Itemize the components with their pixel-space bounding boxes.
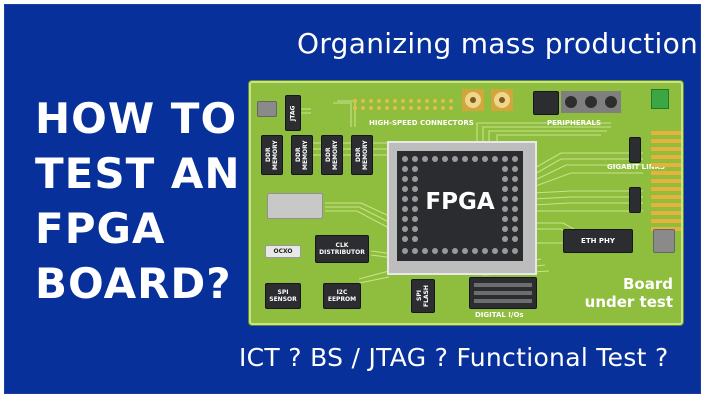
title-line: HOW TO — [35, 94, 238, 143]
ddr-label: DDR MEMORY — [265, 140, 279, 170]
i2c-eeprom-label: I2C EEPROM — [327, 289, 357, 303]
ddr-label: DDR MEMORY — [325, 140, 339, 170]
ddr-label: DDR MEMORY — [295, 140, 309, 170]
spi-flash-label: SPI FLASH — [416, 285, 430, 307]
board-note-line: under test — [584, 293, 673, 311]
ddr-memory-chip: DDR MEMORY — [351, 135, 373, 175]
i2c-eeprom-chip: I2C EEPROM — [323, 283, 361, 309]
gigabit-link-chip — [629, 137, 641, 163]
ddr-label: DDR MEMORY — [355, 140, 369, 170]
ocxo-chip: OCXO — [265, 245, 301, 258]
fpga-ball-grid — [402, 156, 518, 254]
clk-label: CLK DISTRIBUTOR — [319, 242, 365, 256]
peripheral-buttons-icon — [561, 91, 621, 113]
bottom-question: ICT ? BS / JTAG ? Functional Test ? — [239, 343, 669, 372]
jtag-label: JTAG — [289, 105, 297, 121]
eth-phy-label: ETH PHY — [581, 236, 615, 245]
digital-ios-label: DIGITAL I/Os — [475, 311, 524, 319]
high-speed-connectors-label: HIGH-SPEED CONNECTORS — [369, 119, 474, 127]
title-line: FPGA — [35, 204, 166, 253]
digital-io-connector — [469, 277, 537, 309]
led-icon — [651, 89, 669, 109]
ddr-memory-chip: DDR MEMORY — [291, 135, 313, 175]
gigabit-link-chip — [629, 187, 641, 213]
spi-sensor-label: SPI SENSOR — [269, 289, 297, 303]
digital-io-pins — [474, 283, 532, 303]
edge-connector-gold-fingers — [651, 131, 681, 239]
peripherals-label: PERIPHERALS — [547, 119, 601, 127]
clk-distributor-chip: CLK DISTRIBUTOR — [315, 235, 369, 263]
ocxo-label: OCXO — [273, 248, 293, 255]
spi-flash-chip: SPI FLASH — [411, 279, 435, 313]
subtitle: Organizing mass production — [297, 27, 699, 60]
coax-connector-icon — [462, 89, 513, 111]
eth-phy-chip: ETH PHY — [563, 229, 633, 253]
page-title: HOW TO TEST AN FPGA BOARD? — [35, 91, 241, 311]
header-connector-icon — [267, 193, 323, 219]
board-note-line: Board — [623, 275, 673, 293]
title-line: BOARD? — [35, 259, 232, 308]
connector-icon — [257, 101, 277, 117]
ddr-memory-chip: DDR MEMORY — [321, 135, 343, 175]
peripheral-chip — [533, 91, 559, 115]
ddr-memory-chip: DDR MEMORY — [261, 135, 283, 175]
slide-frame: Organizing mass production HOW TO TEST A… — [4, 4, 701, 394]
spi-sensor-chip: SPI SENSOR — [265, 283, 301, 309]
gigabit-links-label: GIGABIT LINKS — [607, 163, 666, 171]
high-speed-connector-pins — [351, 95, 461, 114]
title-line: TEST AN — [35, 149, 241, 198]
board-under-test-label: Board under test — [585, 275, 673, 311]
jtag-chip: JTAG — [285, 95, 301, 131]
board-illustration: JTAG HIGH-SPEED CONNECTORS PERIPHERALS — [249, 81, 683, 325]
fpga-chip: FPGA — [397, 151, 523, 261]
ethernet-port-icon — [653, 229, 675, 253]
fpga-label: FPGA — [425, 189, 495, 215]
